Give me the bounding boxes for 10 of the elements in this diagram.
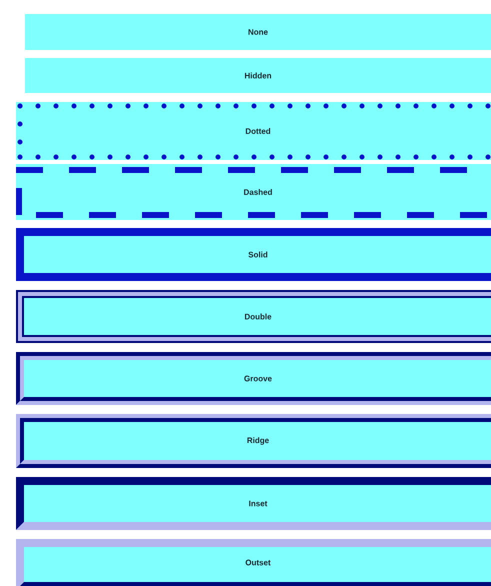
- bordered-box: Hidden: [25, 58, 491, 93]
- bordered-box: Outset: [16, 539, 491, 586]
- bordered-box: Inset: [16, 477, 491, 530]
- bordered-box: None: [25, 14, 491, 50]
- bordered-box: Dashed: [16, 164, 491, 220]
- bordered-box: Dotted: [16, 102, 491, 160]
- bordered-box: Solid: [16, 228, 491, 281]
- bordered-box: Groove: [16, 352, 491, 405]
- bordered-box: Double: [16, 290, 491, 343]
- bordered-box: Ridge: [16, 414, 491, 468]
